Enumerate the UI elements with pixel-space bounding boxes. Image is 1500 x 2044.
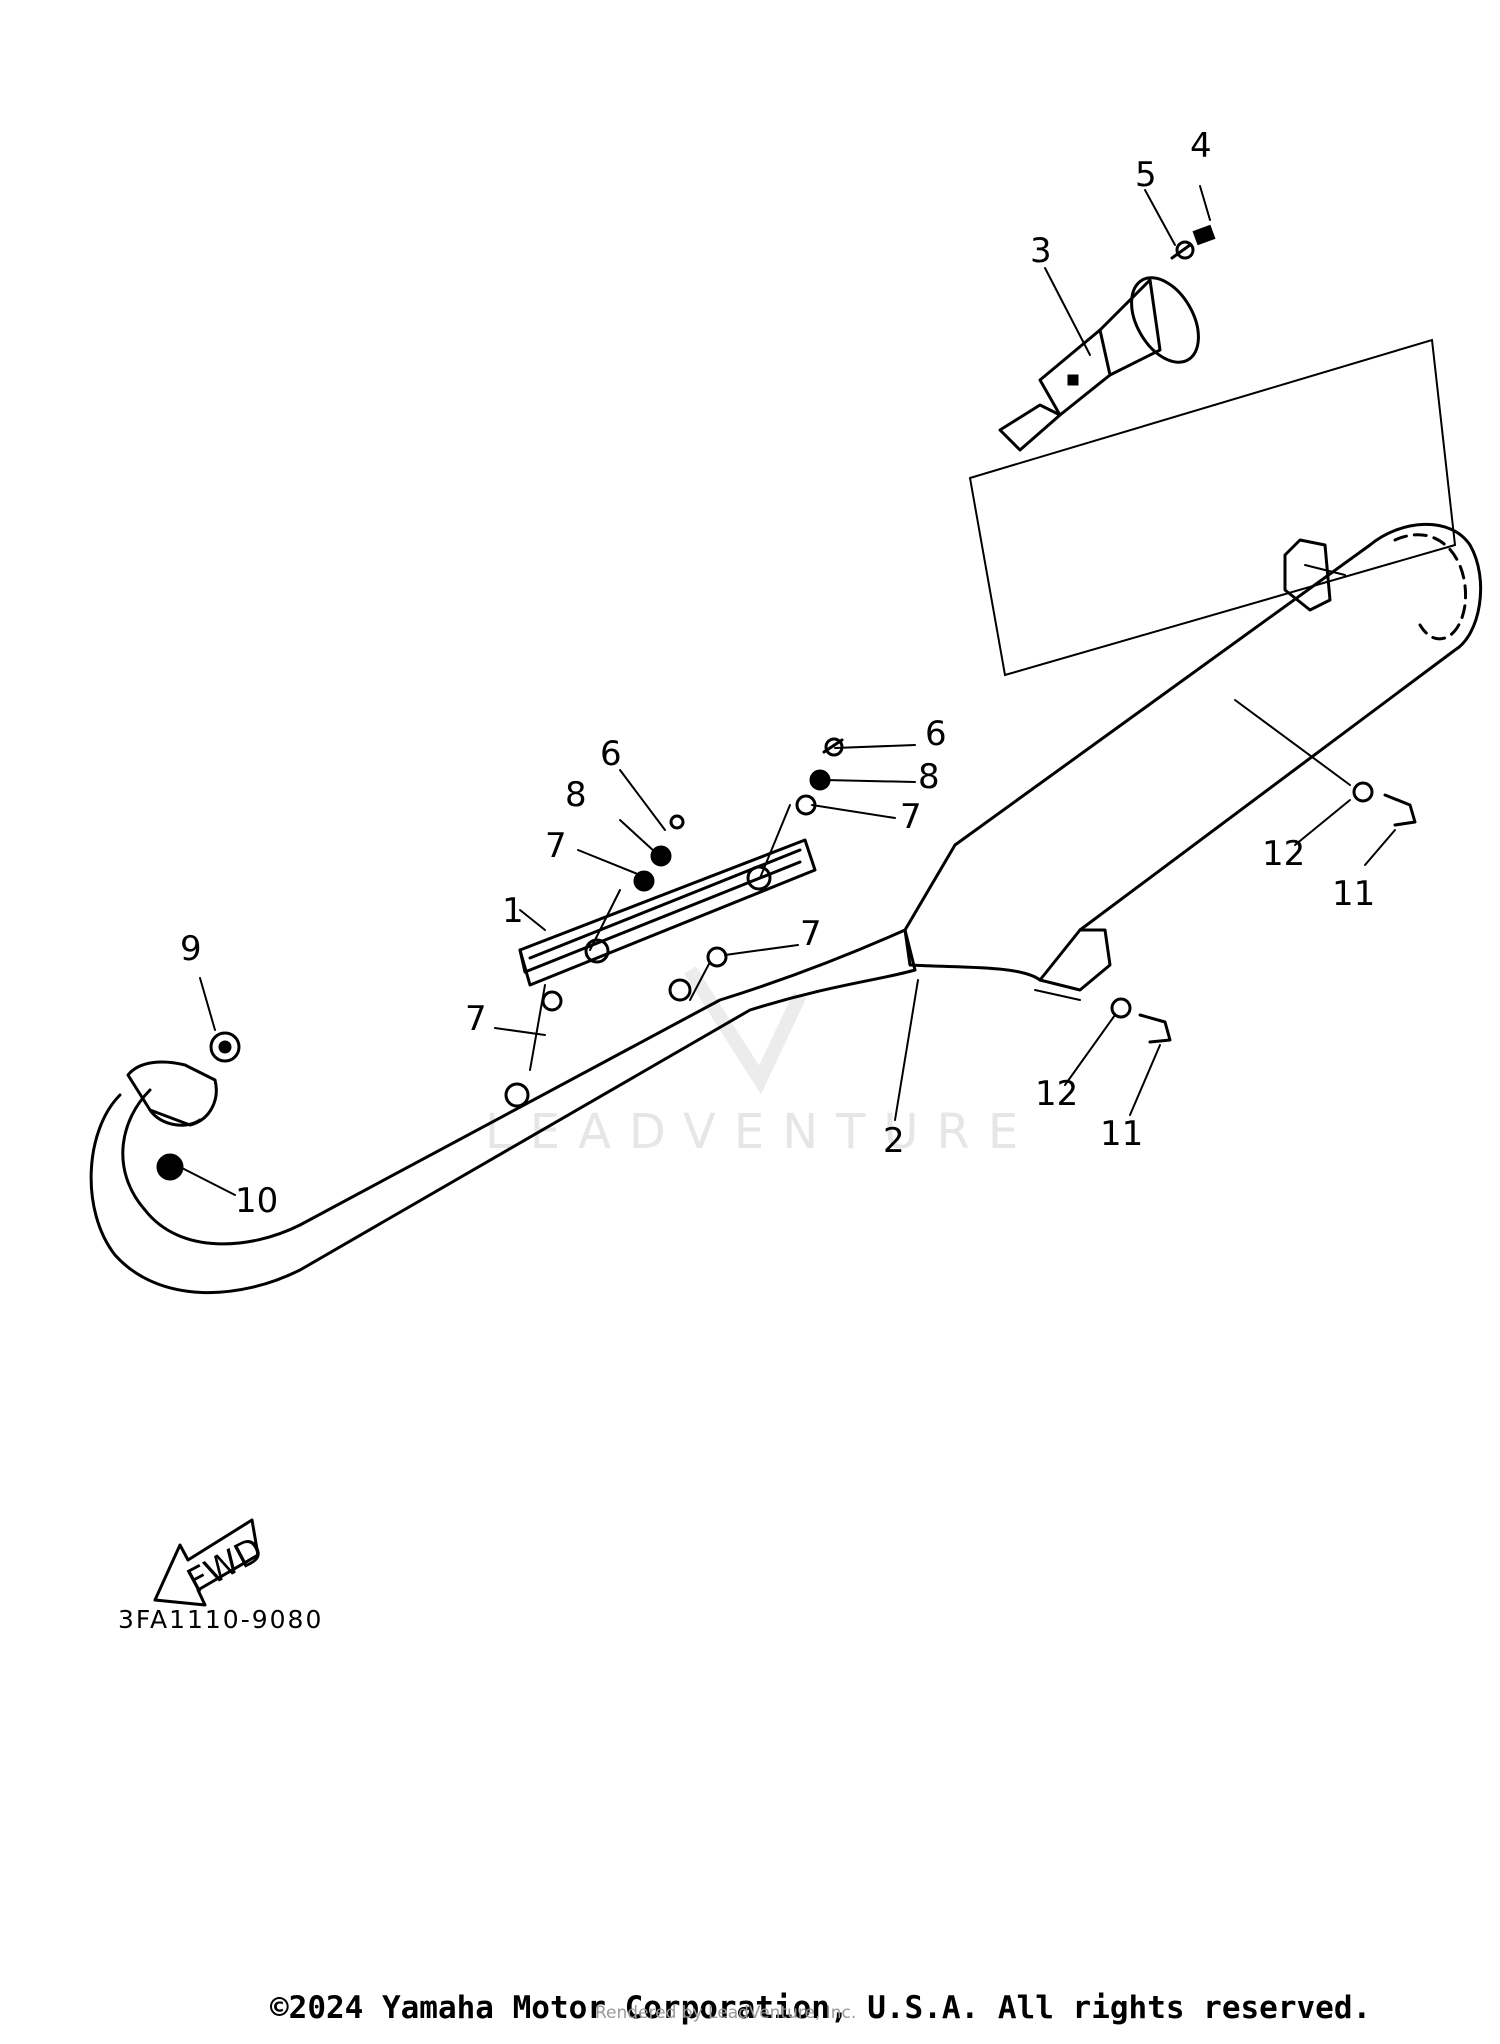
rendered-by-note: Rendered by LeadVenture, Inc. — [595, 2003, 857, 2023]
silencer — [903, 522, 1483, 1001]
callout-7: 7 — [900, 797, 922, 837]
callout-9: 9 — [180, 929, 202, 969]
part-code: 3FA1110-9080 — [118, 1605, 324, 1634]
callout-8: 8 — [918, 757, 940, 797]
callout-11: 11 — [1332, 874, 1375, 914]
callout-8: 8 — [565, 775, 587, 815]
fwd-label: FWD — [181, 1530, 270, 1603]
callout-11: 11 — [1100, 1114, 1143, 1154]
callout-6: 6 — [600, 734, 622, 774]
callout-5: 5 — [1135, 155, 1157, 195]
fasteners — [209, 224, 1417, 1108]
copyright-notice: ©2024 Yamaha Motor Corporation, U.S.A. A… — [270, 1990, 1372, 2026]
callout-12: 12 — [1262, 834, 1305, 874]
callout-7: 7 — [800, 914, 822, 954]
muffler-insert — [998, 276, 1200, 452]
callout-3: 3 — [1030, 231, 1052, 271]
callout-4: 4 — [1190, 126, 1212, 166]
callout-2: 2 — [883, 1121, 905, 1161]
exploded-view-frame — [529, 338, 1456, 1071]
heat-protector — [518, 838, 817, 987]
callout-12: 12 — [1035, 1074, 1078, 1114]
watermark-text: LEADVENTURE — [485, 1104, 1036, 1160]
callout-7: 7 — [545, 826, 567, 866]
forward-arrow-icon: FWD — [153, 1518, 270, 1607]
callout-7: 7 — [465, 999, 487, 1039]
callout-10: 10 — [235, 1181, 278, 1221]
exhaust-pipe — [89, 928, 917, 1295]
callout-1: 1 — [502, 891, 524, 931]
watermark: LEADVENTURE — [485, 966, 1036, 1160]
leader-lines — [179, 185, 1396, 1196]
callout-numbers: 4 5 3 6 8 7 1 6 8 7 7 7 2 9 10 12 11 12 … — [180, 126, 1375, 1221]
callout-6: 6 — [925, 714, 947, 754]
